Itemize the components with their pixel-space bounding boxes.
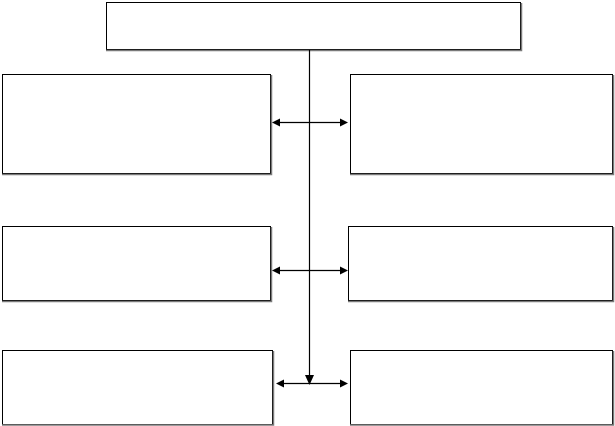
right-arrowhead-icon bbox=[340, 118, 348, 127]
right-arrowhead-icon bbox=[340, 379, 348, 388]
down-arrowhead-icon bbox=[305, 375, 314, 385]
left-box-3 bbox=[2, 350, 275, 426]
right-arrowhead-icon bbox=[340, 266, 348, 275]
right-box-2 bbox=[348, 226, 615, 303]
left-box-2 bbox=[2, 226, 273, 303]
bidirectional-arrow-3 bbox=[276, 379, 348, 388]
left-arrowhead-icon bbox=[272, 118, 280, 127]
right-box-1 bbox=[350, 74, 615, 176]
left-arrowhead-icon bbox=[272, 266, 280, 275]
left-box-1 bbox=[2, 74, 273, 176]
top-box bbox=[106, 2, 523, 52]
left-arrowhead-icon bbox=[276, 379, 284, 388]
vertical-connector bbox=[305, 50, 314, 385]
right-box-3 bbox=[350, 350, 615, 426]
bidirectional-arrow-1 bbox=[272, 118, 348, 127]
bidirectional-arrow-2 bbox=[272, 266, 348, 275]
